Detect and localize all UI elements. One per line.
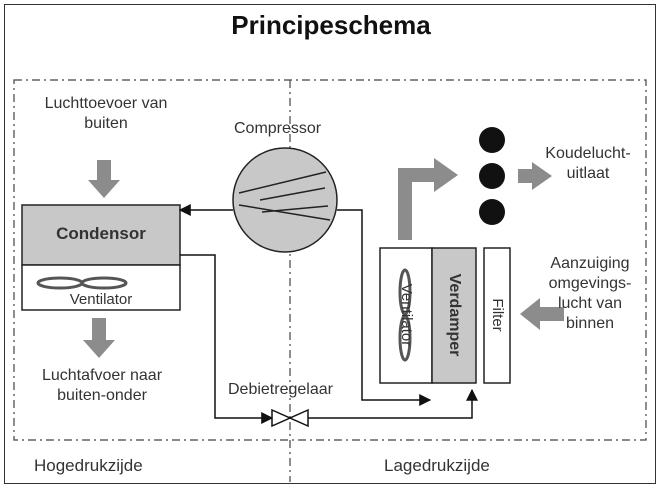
air-out-label: Luchtafvoer naar buiten-onder [10, 366, 194, 406]
room-air-intake-line4: binnen [565, 315, 615, 332]
room-air-intake-line3: lucht van [557, 295, 623, 312]
line-condenser-to-valve [180, 254, 274, 424]
room-air-intake-arrow [520, 298, 564, 330]
compressor-label: Compressor [234, 120, 322, 137]
condenser-label: Condensor [56, 224, 146, 243]
high-pressure-side-label: Hogedrukzijde [34, 456, 143, 475]
expansion-valve-icon [271, 408, 309, 428]
air-in-arrow [88, 160, 120, 198]
outlet-vent-3 [479, 199, 505, 225]
room-air-intake-label: Aanzuiging omgevings- lucht van binnen [526, 254, 654, 334]
compressor-icon [232, 147, 338, 253]
outlet-vent-1 [479, 127, 505, 153]
air-in-label-line2: buiten [84, 115, 128, 132]
cold-air-outlet-line1: Koudelucht- [545, 145, 631, 162]
air-out-label-line1: Luchtafvoer naar [41, 367, 163, 384]
low-pressure-side-label: Lagedrukzijde [384, 456, 490, 475]
line-valve-to-evaporator [308, 388, 478, 419]
diagram-frame [4, 4, 656, 484]
outlet-vent-2 [479, 163, 505, 189]
evaporator-box [431, 247, 477, 384]
cold-air-outlet-label: Koudelucht- uitlaat [528, 144, 648, 184]
line-evaporator-to-compressor [337, 209, 432, 406]
room-air-intake-line2: omgevings- [548, 275, 632, 292]
condenser-fan-label: Ventilator [69, 291, 133, 308]
air-in-label: Luchttoevoer van buiten [14, 94, 198, 134]
expansion-valve-label: Debietregelaar [228, 381, 333, 398]
evaporator-fan-icon [398, 268, 412, 362]
air-out-label-line2: buiten-onder [57, 387, 147, 404]
evaporator-label: Verdamper [446, 273, 463, 357]
cold-air-flow-arrow [398, 158, 458, 240]
air-out-arrow [83, 318, 115, 358]
filter-label: Filter [489, 298, 506, 332]
evaporator-fan-label: Ventilator [398, 283, 415, 347]
condenser-fan-icon [36, 276, 128, 290]
air-in-label-line1: Luchttoevoer van [44, 95, 168, 112]
diagram-title: Principeschema [231, 10, 431, 40]
filter-box [483, 247, 511, 384]
cold-air-outlet-line2: uitlaat [566, 165, 610, 182]
room-air-intake-line1: Aanzuiging [550, 255, 630, 272]
zone-boundary [13, 79, 647, 441]
cold-air-exit-arrow [518, 162, 552, 190]
